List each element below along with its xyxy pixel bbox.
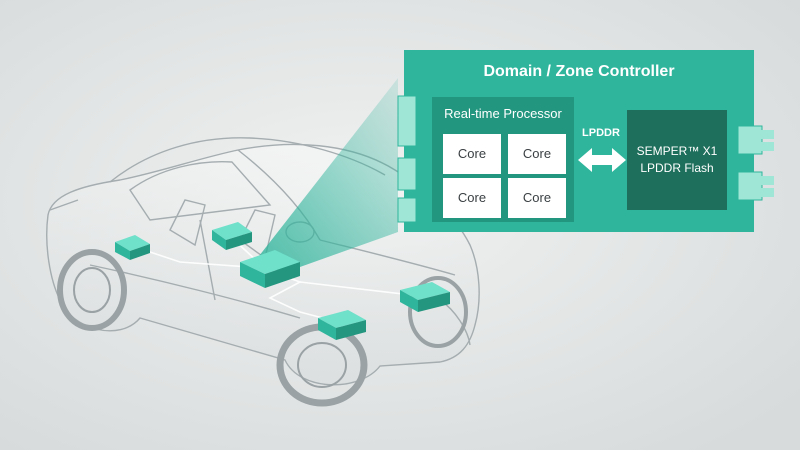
core-box [508,178,566,218]
memory-block [627,110,727,210]
connector-left [397,95,417,147]
connector-left [397,197,417,223]
connector-right [760,176,774,185]
zoom-beam [252,78,398,272]
connector-right [737,171,763,201]
core-label: Core [522,146,552,161]
car-side-window [129,161,272,221]
far-front-wheel [408,276,468,348]
car-seat [169,199,206,247]
core-label: Core [457,190,487,205]
ecu-module-front-lower [318,310,366,340]
core-box [443,178,501,218]
controller-block [397,50,774,232]
memory-title-line1: SEMPER™ X1 [636,144,718,158]
ecu-module-roof [212,222,252,250]
car-seat [239,209,276,260]
car-door-line [199,219,216,301]
car-wheels [57,249,468,407]
processor-title: Real-time Processor [444,106,562,121]
core-label: Core [522,190,552,205]
rear-wheel [57,249,127,331]
ecu-modules [115,222,450,340]
core-box [508,134,566,174]
connector-left [397,157,417,191]
connector-right [760,188,774,197]
ecu-module-front [400,282,450,312]
rear-wheel-hub [73,267,111,313]
memory-title-line2: LPDDR Flash [640,161,714,175]
connector-right [760,130,774,139]
ecu-module-rear [115,235,150,260]
ecu-module-central [240,250,300,288]
car-sill-line [89,264,301,319]
lpddr-double-arrow [578,148,626,172]
core-label: Core [457,146,487,161]
controller-title: Domain / Zone Controller [483,63,675,80]
memory-title: SEMPER™ X1 LPDDR Flash [627,143,727,177]
connector-right [760,142,774,151]
core-box [443,134,501,174]
lpddr-label: LPDDR [582,127,620,139]
front-wheel-hub [297,342,347,388]
connector-right [737,125,763,155]
car-rear-light [49,199,79,211]
